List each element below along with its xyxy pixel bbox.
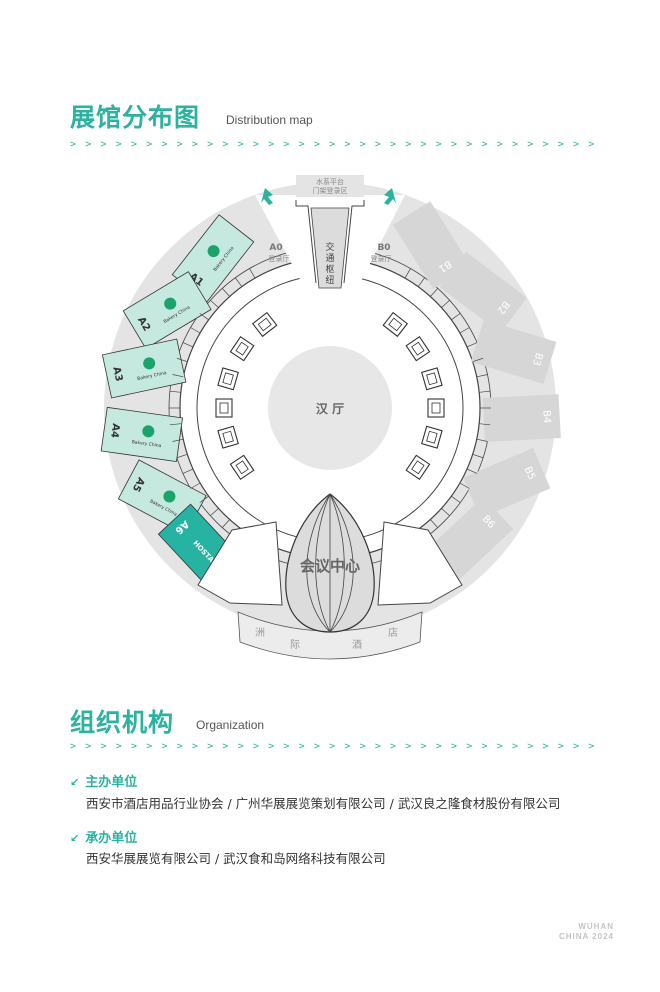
host-text: 西安市酒店用品行业协会 / 广州华展展览策划有限公司 / 武汉良之隆食材股份有限… xyxy=(86,796,561,811)
hall-label: B3 xyxy=(530,351,544,367)
booth xyxy=(405,336,431,362)
bakery-logo-icon xyxy=(143,357,156,370)
booth xyxy=(229,336,255,362)
svg-text:际: 际 xyxy=(290,639,300,651)
booth xyxy=(229,454,255,480)
booth xyxy=(382,311,409,338)
organization-divider: > > > > > > > > > > > > > > > > > > > > … xyxy=(70,741,595,752)
hall-label: B4 xyxy=(540,410,552,424)
hall-b2[interactable]: B2 xyxy=(439,252,527,333)
hall-brand: Bakery China xyxy=(131,439,162,449)
bakery-logo-icon xyxy=(164,297,177,310)
svg-text:纽: 纽 xyxy=(325,274,334,286)
organization-subtitle: Organization xyxy=(196,718,265,732)
center-hall xyxy=(268,346,392,470)
organization-title: 组织机构 xyxy=(70,708,175,737)
footer-logo: WUHAN CHINA 2024 xyxy=(558,922,614,941)
booth xyxy=(427,398,445,418)
booth xyxy=(405,454,431,480)
hall-b3[interactable]: B3 xyxy=(470,319,557,385)
hall-b6[interactable]: B6 xyxy=(427,496,514,581)
transit-label: 交 xyxy=(325,241,334,253)
arrow-down-left-icon: ↙ xyxy=(70,832,80,845)
hotel-strip xyxy=(237,611,423,660)
distribution-title: 展馆分布图 xyxy=(70,103,201,132)
booth xyxy=(217,367,239,391)
svg-text:枢: 枢 xyxy=(325,263,334,275)
gate-label-2: 门架登录区 xyxy=(313,186,348,195)
organizer-text: 西安华展展览有限公司 / 武汉食和岛网络科技有限公司 xyxy=(86,851,386,866)
bakery-logo-icon xyxy=(163,490,176,503)
distribution-divider: > > > > > > > > > > > > > > > > > > > > … xyxy=(70,139,595,150)
bakery-logo-icon xyxy=(142,425,155,438)
booth xyxy=(421,367,443,391)
distribution-subtitle: Distribution map xyxy=(226,113,313,127)
host-heading: ↙主办单位 xyxy=(70,775,138,790)
bottom-left-block xyxy=(197,521,283,606)
gate-label-1: 水系平台 xyxy=(316,177,344,186)
booth xyxy=(217,425,239,449)
hall-label: A4 xyxy=(108,423,121,439)
arrow-down-left-icon: ↙ xyxy=(70,776,80,789)
center-hall-label: 汉 厅 xyxy=(316,401,344,416)
hall-b0-label: B0 xyxy=(377,243,390,253)
bottom-right-block xyxy=(377,521,463,606)
svg-text:店: 店 xyxy=(388,626,398,639)
booth xyxy=(421,425,443,449)
booth xyxy=(215,398,233,418)
entrance-arrow-right-icon xyxy=(384,188,396,205)
hall-b0-sub: 登录厅 xyxy=(371,254,392,263)
hall-a0-sub: 登录厅 xyxy=(269,254,290,263)
hall-b4[interactable]: B4 xyxy=(482,394,561,443)
hall-label: A3 xyxy=(110,366,124,383)
svg-text:通: 通 xyxy=(325,253,334,264)
booth xyxy=(251,311,278,338)
hall-a0-label: A0 xyxy=(269,243,282,253)
gate-sign xyxy=(296,175,364,197)
svg-text:酒: 酒 xyxy=(352,639,362,651)
hotel-label: 洲 xyxy=(255,627,265,639)
organizer-heading: ↙承办单位 xyxy=(70,831,138,846)
conference-label: 会议中心 xyxy=(300,557,360,575)
bakery-logo-icon xyxy=(207,245,220,258)
hall-label: B5 xyxy=(522,465,537,481)
transit-hub xyxy=(310,207,350,289)
entrance-arrow-left-icon xyxy=(261,188,273,205)
distribution-map: 水系平台 门架登录区 交 通 枢 纽 A0 登录厅 B0 登录厅 A1Baker… xyxy=(100,175,561,660)
hall-b1[interactable]: B1 xyxy=(392,201,471,290)
